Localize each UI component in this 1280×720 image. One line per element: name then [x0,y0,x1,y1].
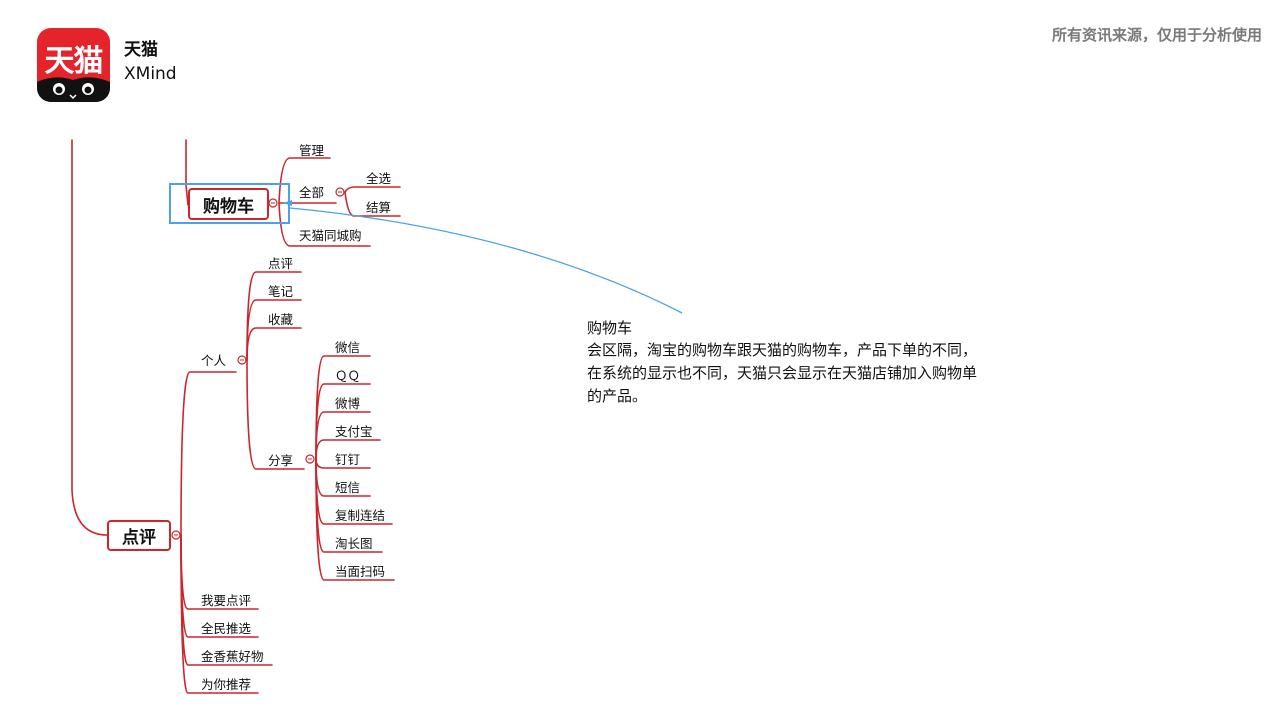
node-share-scan[interactable]: 当面扫码 [335,564,386,579]
node-share-wechat[interactable]: 微信 [335,340,361,355]
node-checkout[interactable]: 结算 [366,200,392,215]
node-popular-pick[interactable]: 全民推选 [201,621,252,636]
node-write-review[interactable]: 我要点评 [201,593,252,608]
node-share-weibo[interactable]: 微博 [335,396,361,411]
tmall-app-icon: 天猫 [37,28,110,102]
node-share-sms[interactable]: 短信 [335,480,361,495]
logo-text: 天猫 [44,44,104,79]
app-name: 天猫 [124,40,158,60]
node-share-long-image[interactable]: 淘长图 [335,536,373,551]
note-title: 购物车 [587,319,633,337]
disclaimer-text: 所有资讯来源，仅用于分析使用 [1051,26,1262,44]
app-subtitle: XMind [124,64,177,84]
node-personal-favorites[interactable]: 收藏 [268,312,294,327]
node-share[interactable]: 分享 [268,453,294,468]
node-all[interactable]: 全部 [299,185,325,200]
node-share-qq[interactable]: ＱＱ [335,368,361,383]
node-personal-review[interactable]: 点评 [268,256,294,271]
node-personal-notes[interactable]: 笔记 [268,284,294,299]
node-recommend[interactable]: 为你推荐 [201,677,252,692]
node-share-alipay[interactable]: 支付宝 [335,424,373,439]
node-same-city[interactable]: 天猫同城购 [299,228,362,243]
node-manage[interactable]: 管理 [299,143,325,158]
topic-cart[interactable]: 购物车 [188,188,269,220]
cat-face-icon [37,77,110,102]
selection-box [169,183,290,224]
topic-review[interactable]: 点评 [107,520,171,551]
note-body: 会区隔，淘宝的购物车跟天猫的购物车，产品下单的不同，在系统的显示也不同，天猫只会… [587,341,978,405]
node-share-copy-link[interactable]: 复制连结 [335,508,386,523]
node-share-dingtalk[interactable]: 钉钉 [335,452,361,467]
node-golden-banana[interactable]: 金香蕉好物 [201,649,264,664]
node-personal[interactable]: 个人 [201,353,227,368]
node-select-all[interactable]: 全选 [366,171,392,186]
